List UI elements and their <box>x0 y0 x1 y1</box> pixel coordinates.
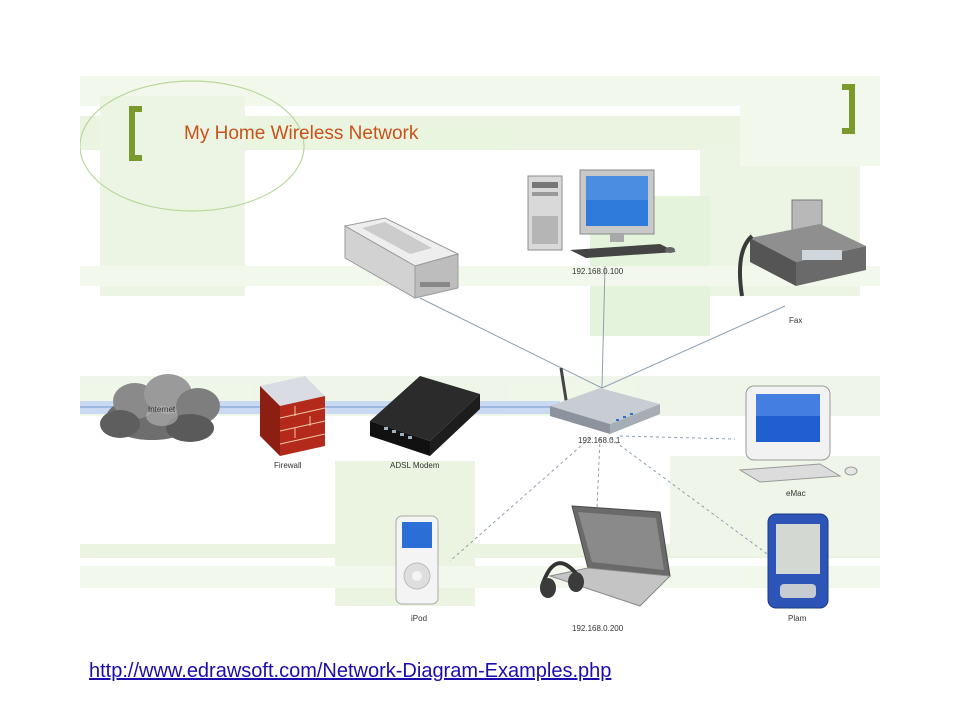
emac-computer-icon <box>738 385 858 483</box>
internet-label: Internet <box>148 405 176 414</box>
firewall-icon <box>260 376 326 456</box>
source-link[interactable]: http://www.edrawsoft.com/Network-Diagram… <box>89 660 612 682</box>
router-ip-label: 192.168.0.1 <box>578 436 621 445</box>
internet-cloud-icon <box>100 374 220 442</box>
diagram-canvas <box>80 76 880 609</box>
title-ellipse <box>80 80 305 212</box>
solid-links <box>419 265 786 389</box>
laptop-icon <box>540 505 672 607</box>
adsl-modem-icon <box>370 376 480 456</box>
laptop-ip-label: 192.168.0.200 <box>572 624 624 633</box>
left-bracket <box>129 106 142 161</box>
palm-label: Plam <box>788 614 807 623</box>
ipod-label: iPod <box>411 614 428 623</box>
desktop-computer-icon <box>527 169 676 258</box>
right-bracket <box>842 84 855 134</box>
desktop-ip-label: 192.168.0.100 <box>572 267 624 276</box>
fax-machine-icon <box>738 199 866 297</box>
fax-label: Fax <box>789 316 803 325</box>
router-icon <box>550 367 660 434</box>
printer-icon <box>343 217 460 299</box>
firewall-label: Firewall <box>274 461 302 470</box>
adsl-modem-label: ADSL Modem <box>390 461 440 470</box>
ipod-icon <box>395 515 439 605</box>
emac-label: eMac <box>786 489 806 498</box>
background-bands <box>80 76 880 606</box>
diagram-title: My Home Wireless Network <box>184 123 419 144</box>
network-diagram: My Home Wireless Network Internet Firewa… <box>80 76 880 640</box>
palm-device-icon <box>767 513 829 609</box>
